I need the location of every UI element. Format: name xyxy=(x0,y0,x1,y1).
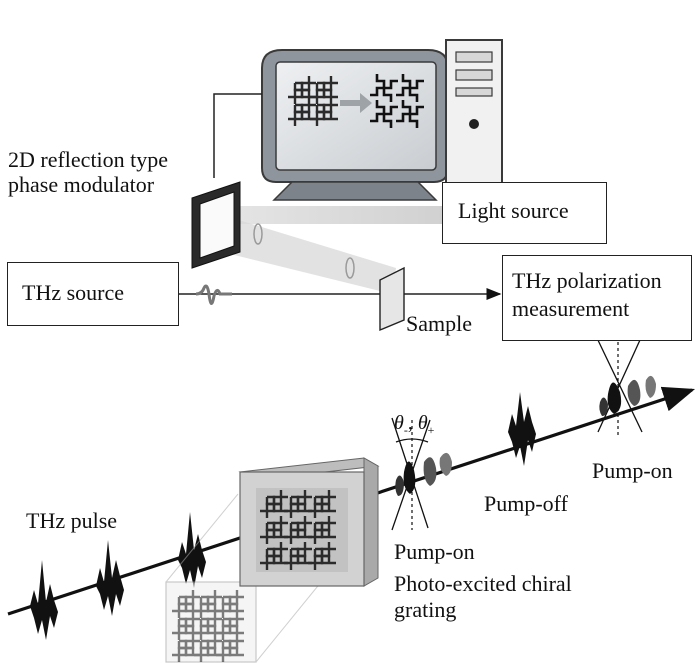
thz-polarization-box xyxy=(502,255,692,341)
theta-plus-subscript: + xyxy=(427,423,435,437)
theta-annotation: θ-, θ+ xyxy=(394,412,434,437)
theta-plus-symbol: θ xyxy=(417,412,428,434)
lens-1 xyxy=(253,223,263,245)
sample-label: Sample xyxy=(406,311,472,336)
modulator-label-line1: 2D reflection type xyxy=(8,147,169,172)
pump-on-pulse-right xyxy=(595,335,656,436)
pump-on-label-right: Pump-on xyxy=(592,458,673,483)
theta-minus-symbol: θ xyxy=(394,412,404,434)
thz-pulse-label: THz pulse xyxy=(26,508,118,533)
thz-polarization-label-line1: THz polarization xyxy=(512,268,662,293)
computer-tower-icon xyxy=(445,39,503,189)
computer-monitor-icon xyxy=(261,49,449,201)
light-source-box xyxy=(442,182,607,244)
thz-polarization-label-line2: measurement xyxy=(512,296,630,321)
lens-2 xyxy=(345,257,355,279)
control-cable xyxy=(213,93,262,178)
theta-minus-subscript: - xyxy=(403,423,408,437)
sample-plate xyxy=(379,266,405,332)
thz-pulse-small xyxy=(195,284,232,305)
arrow-right-icon xyxy=(340,93,372,113)
phase-modulator-face xyxy=(199,191,235,259)
pump-off-label: Pump-off xyxy=(484,491,568,516)
pump-on-label-left: Pump-on xyxy=(394,539,475,564)
modulator-label-line2: phase modulator xyxy=(8,172,155,197)
light-beam xyxy=(212,206,442,224)
light-source-label: Light source xyxy=(458,198,569,223)
theta-separator: , xyxy=(407,412,418,434)
grating-label-line2: grating xyxy=(394,597,457,622)
pump-on-pulse-left xyxy=(391,417,452,531)
grating-label-line1: Photo-excited chiral xyxy=(394,571,572,596)
thz-source-box xyxy=(7,262,179,326)
theta-arc xyxy=(395,438,429,443)
thz-source-label: THz source xyxy=(22,280,125,305)
